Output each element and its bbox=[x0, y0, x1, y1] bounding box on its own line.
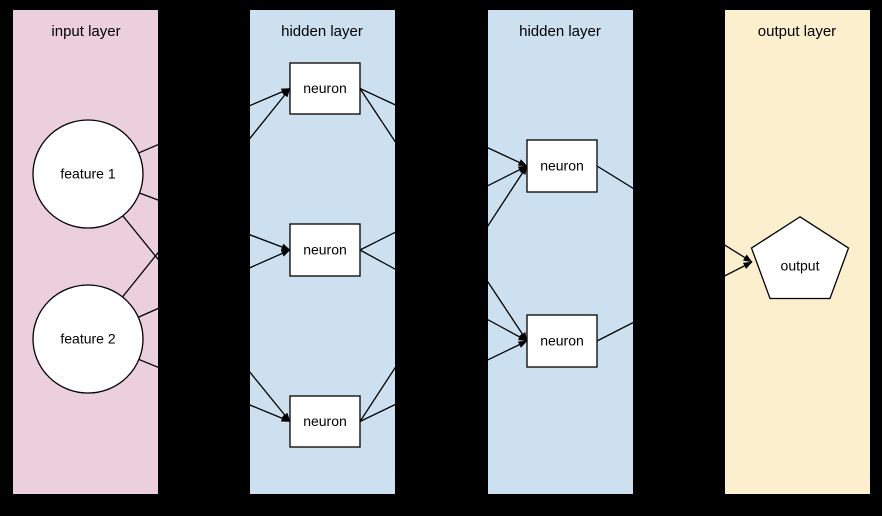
layer-title-output: output layer bbox=[758, 23, 836, 40]
node-label: neuron bbox=[303, 80, 347, 96]
node-output-node[interactable]: output bbox=[750, 216, 850, 300]
node-label: output bbox=[781, 258, 820, 274]
ellipse-shape bbox=[32, 284, 144, 394]
node-hidden-1-neuron-1[interactable]: neuron bbox=[289, 62, 361, 115]
node-hidden-1-neuron-2[interactable]: neuron bbox=[289, 223, 361, 277]
node-label: feature 2 bbox=[60, 331, 115, 347]
node-label: neuron bbox=[540, 333, 584, 349]
rect-shape bbox=[526, 314, 598, 368]
node-label: neuron bbox=[540, 158, 584, 174]
ellipse-shape bbox=[32, 119, 144, 229]
node-feature-1[interactable]: feature 1 bbox=[32, 119, 144, 229]
layer-panel-hidden-2 bbox=[488, 10, 633, 494]
node-feature-2[interactable]: feature 2 bbox=[32, 284, 144, 394]
layer-panel-input bbox=[13, 10, 158, 494]
layer-title-hidden-1: hidden layer bbox=[281, 23, 363, 40]
layer-title-hidden-2: hidden layer bbox=[519, 23, 601, 40]
layer-panels bbox=[13, 10, 870, 494]
rect-shape bbox=[289, 223, 361, 277]
node-label: neuron bbox=[303, 242, 347, 258]
node-label: neuron bbox=[303, 413, 347, 429]
node-hidden-2-neuron-2[interactable]: neuron bbox=[526, 314, 598, 368]
layer-nodes: feature 1 feature 2 neuron neuron neuron neur… bbox=[32, 62, 850, 448]
connection-edges bbox=[122, 87, 753, 423]
node-hidden-2-neuron-1[interactable]: neuron bbox=[526, 139, 598, 193]
node-label: feature 1 bbox=[60, 166, 115, 182]
node-hidden-1-neuron-3[interactable]: neuron bbox=[289, 395, 361, 448]
rect-shape bbox=[289, 395, 361, 448]
rect-shape bbox=[526, 139, 598, 193]
layer-title-input: input layer bbox=[51, 23, 120, 40]
layer-titles: input layer hidden layer hidden layer outpu… bbox=[51, 23, 836, 40]
pentagon-shape bbox=[750, 216, 850, 300]
rect-shape bbox=[289, 62, 361, 115]
